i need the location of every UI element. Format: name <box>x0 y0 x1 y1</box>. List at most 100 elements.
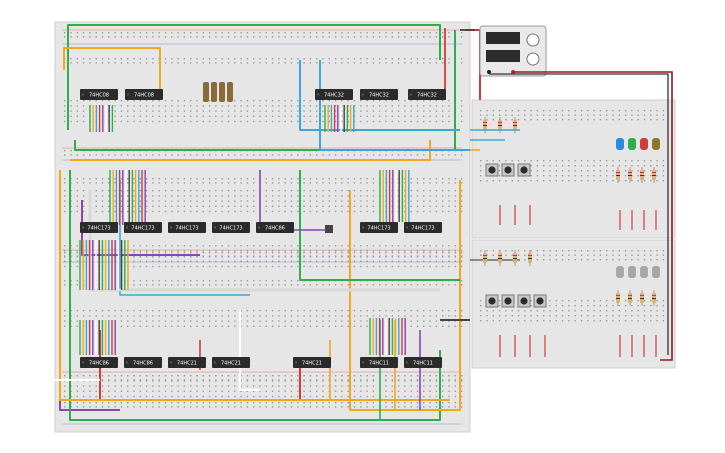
power-lead-black <box>489 73 669 355</box>
chip-top-3: 74HC32 <box>360 89 398 100</box>
capacitor-0 <box>203 82 209 102</box>
led-icon <box>616 138 624 150</box>
chip-middle-2-label: 74HC173 <box>175 225 198 231</box>
chip-middle-0-label: 74HC173 <box>87 225 110 231</box>
push-button-icon <box>501 163 515 177</box>
main-rail-holes-4 <box>64 252 463 258</box>
right-bottom-resistor-3 <box>528 250 532 266</box>
chip-middle-5-label: 74HC173 <box>367 225 390 231</box>
wire-bundle-bottom-left <box>79 320 116 355</box>
chip-middle-4-label: 74HC86 <box>265 225 285 231</box>
chip-top-1-label: 74HC08 <box>134 92 154 98</box>
chip-bottom-4-label: 74HC21 <box>302 360 322 366</box>
capacitor-3 <box>227 82 233 102</box>
wire-2 <box>63 47 161 100</box>
right-bottom-led-resistor-2 <box>640 290 644 306</box>
right-board-jumpers <box>499 205 657 357</box>
chip-middle-5: 74HC173 <box>360 222 398 233</box>
right-top-resistor-1 <box>498 117 502 133</box>
chip-bottom-3: 74HC21 <box>212 357 250 368</box>
right-led-resistor-2 <box>640 167 644 183</box>
chip-bottom-2: 74HC21 <box>168 357 206 368</box>
right-led-resistor-0 <box>616 167 620 183</box>
right-led-resistor-3 <box>652 167 656 183</box>
chip-middle-3-label: 74HC173 <box>219 225 242 231</box>
capacitor-2 <box>219 82 225 102</box>
wire-bundle-top-right <box>324 105 355 132</box>
chip-middle-0: 74HC173 <box>80 222 118 233</box>
right-bottom-led-resistor-0 <box>616 290 620 306</box>
chip-middle-4: 74HC86 <box>256 222 294 233</box>
led-icon <box>640 138 648 150</box>
wire-bundle-mid-right <box>379 170 410 222</box>
chip-middle-6-label: 74HC173 <box>411 225 434 231</box>
wire-10 <box>69 170 441 421</box>
led-icon <box>640 266 648 278</box>
chip-bottom-2-label: 74HC21 <box>177 360 197 366</box>
push-button-icon <box>485 163 499 177</box>
wire-7 <box>81 200 200 256</box>
right-top-rail-holes <box>480 110 665 121</box>
right-led-resistor-1 <box>628 167 632 183</box>
wire-13 <box>299 170 460 281</box>
wire-4 <box>299 60 460 131</box>
chip-bottom-5: 74HC11 <box>360 357 398 368</box>
right-bottom-led-resistor-3 <box>652 290 656 306</box>
chip-top-0-label: 74HC08 <box>89 92 109 98</box>
push-button-icon <box>485 294 499 308</box>
push-button-icon <box>517 294 531 308</box>
chip-bottom-3-label: 74HC21 <box>221 360 241 366</box>
wire-3 <box>70 140 431 161</box>
chip-top-1: 74HC08 <box>125 89 163 100</box>
led-icon <box>616 266 624 278</box>
chip-bottom-0-label: 74HC86 <box>89 360 109 366</box>
chip-top-4-label: 74HC32 <box>417 92 437 98</box>
right-bottom-resistor-2 <box>513 250 517 266</box>
chip-middle-1: 74HC173 <box>124 222 162 233</box>
chip-bottom-4: 74HC21 <box>293 357 331 368</box>
wire-0 <box>67 24 441 130</box>
right-bottom-resistor-0 <box>483 250 487 266</box>
wire-bundle-top-left <box>89 105 114 132</box>
capacitor-1 <box>211 82 217 102</box>
chip-top-2: 74HC32 <box>315 89 353 100</box>
chip-bottom-6-label: 74HC11 <box>413 360 433 366</box>
led-icon <box>628 138 636 150</box>
power-lead-red <box>513 71 673 361</box>
led-icon <box>652 138 660 150</box>
chip-middle-6: 74HC173 <box>404 222 442 233</box>
push-button-icon <box>517 163 531 177</box>
chip-middle-1-label: 74HC173 <box>131 225 154 231</box>
chip-bottom-1: 74HC86 <box>124 357 162 368</box>
main-rail-holes-0 <box>64 32 463 38</box>
wire-14 <box>49 270 100 381</box>
chip-top-3-label: 74HC32 <box>369 92 389 98</box>
main-rail-holes-3 <box>64 178 463 184</box>
wire-1 <box>74 30 456 151</box>
wire-12 <box>349 180 461 411</box>
push-button-icon <box>501 294 515 308</box>
chip-top-4: 74HC32 <box>408 89 446 100</box>
led-icon <box>652 266 660 278</box>
chip-bottom-1-label: 74HC86 <box>133 360 153 366</box>
led-icon <box>628 266 636 278</box>
main-rail-holes-1 <box>64 58 463 64</box>
power-supply-icon <box>479 25 547 77</box>
wire-15 <box>239 310 260 391</box>
chip-middle-2: 74HC173 <box>168 222 206 233</box>
chip-top-2-label: 74HC32 <box>324 92 344 98</box>
chip-bottom-6: 74HC11 <box>404 357 442 368</box>
wire-bundle-mid-lower <box>79 240 129 290</box>
right-bottom-led-resistor-1 <box>628 290 632 306</box>
wire-11 <box>59 170 450 401</box>
link-wire-blue <box>470 129 520 141</box>
chip-top-0: 74HC08 <box>80 89 118 100</box>
wire-bundle-mid-left <box>109 170 146 225</box>
chip-middle-3: 74HC173 <box>212 222 250 233</box>
right-bottom-rail-holes <box>480 250 665 261</box>
wire-bundle-bottom-right <box>369 318 406 355</box>
chip-bottom-5-label: 74HC11 <box>369 360 389 366</box>
chip-bottom-0: 74HC86 <box>80 357 118 368</box>
